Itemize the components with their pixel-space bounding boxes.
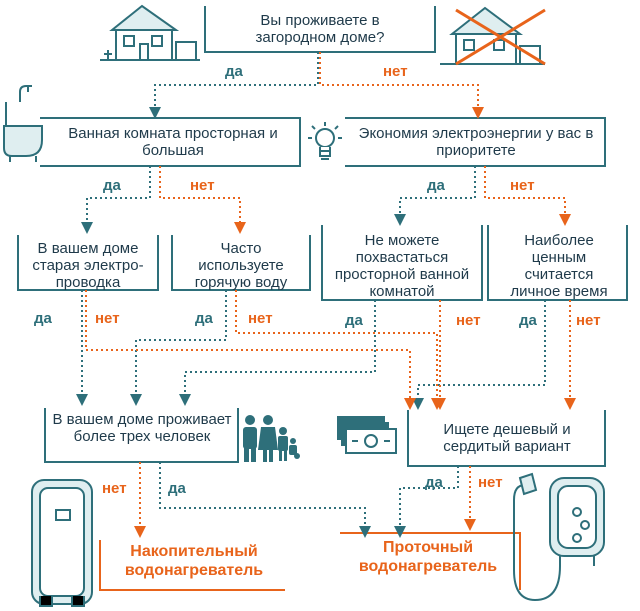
- result-storage-heater: Накопительный водонагреватель: [124, 543, 264, 579]
- yes-label: да: [345, 312, 363, 329]
- question-old-wiring: В вашем доме старая электро-проводка: [32, 240, 144, 291]
- no-connectors: [85, 52, 576, 538]
- yes-connectors: [76, 52, 546, 538]
- question-time: Наиболее ценным считается личное время: [510, 232, 608, 300]
- no-label: нет: [102, 480, 127, 497]
- no-label: нет: [95, 310, 120, 327]
- instant-heater-icon: [513, 472, 605, 602]
- yes-label: да: [427, 177, 445, 194]
- yes-label: да: [34, 310, 52, 327]
- no-label: нет: [576, 312, 601, 329]
- bathtub-icon: [3, 85, 43, 162]
- question-hot-water: Часто используете горячую воду: [194, 240, 288, 291]
- question-energy: Экономия электроэнергии у вас в приорите…: [358, 125, 594, 159]
- yes-label: да: [103, 177, 121, 194]
- no-label: нет: [456, 312, 481, 329]
- yes-label: да: [195, 310, 213, 327]
- yes-label: да: [425, 474, 443, 491]
- house-icon: [100, 4, 200, 61]
- yes-label: да: [519, 312, 537, 329]
- result-instant-heater: Проточный водонагреватель: [358, 539, 498, 575]
- lightbulb-icon: [308, 122, 342, 160]
- family-icon: [243, 415, 300, 462]
- no-label: нет: [248, 310, 273, 327]
- money-icon: [337, 416, 397, 454]
- question-country-house: Вы проживаете в загородном доме?: [255, 12, 385, 46]
- no-label: нет: [478, 474, 503, 491]
- question-no-bathroom: Не можете похвастаться просторной ванной…: [334, 232, 470, 300]
- yes-label: да: [225, 63, 243, 80]
- yes-label: да: [168, 480, 186, 497]
- no-label: нет: [510, 177, 535, 194]
- storage-heater-icon: [31, 479, 93, 607]
- crossed-house-icon: [440, 6, 546, 66]
- question-three-people: В вашем доме проживает более трех челове…: [52, 411, 232, 445]
- question-bathroom: Ванная комната просторная и большая: [68, 125, 278, 159]
- no-label: нет: [383, 63, 408, 80]
- no-label: нет: [190, 177, 215, 194]
- question-cheap: Ищете дешевый и сердитый вариант: [443, 421, 571, 455]
